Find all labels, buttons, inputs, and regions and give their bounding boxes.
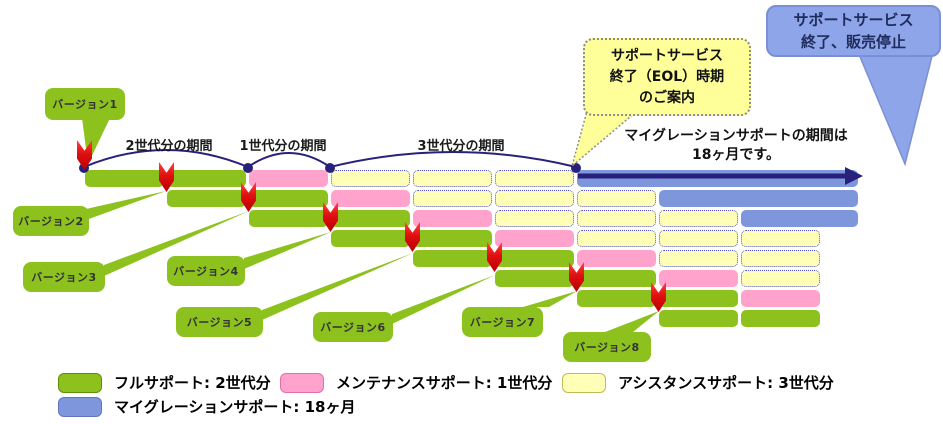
v5-assistance-cell xyxy=(659,250,738,267)
v5-assistance-cell xyxy=(741,250,820,267)
v2-maintenance-cell xyxy=(331,190,410,207)
version-label-2: バージョン2 xyxy=(13,206,89,236)
v1-assistance-cell xyxy=(495,170,574,187)
version-label-3: バージョン3 xyxy=(23,262,105,292)
v3-maintenance-cell xyxy=(413,210,492,227)
v6-release-arrow xyxy=(487,242,502,272)
v2-migration-bar xyxy=(659,190,858,207)
v5-full-support-cell xyxy=(413,250,492,267)
v3-full-support-cell xyxy=(249,210,328,227)
v2-assistance-cell xyxy=(413,190,492,207)
legend-item-assistance: アシスタンスサポート: 3世代分 xyxy=(562,372,834,393)
period-label-1gen: 1世代分の期間 xyxy=(239,139,327,154)
v4-full-support-cell xyxy=(331,230,410,247)
migration-note-line1: マイグレーションサポートの期間は xyxy=(624,128,848,144)
v3-assistance-cell xyxy=(659,210,738,227)
end-of-sales-callout: サポートサービス 終了、販売停止 xyxy=(766,5,941,57)
v3-assistance-cell xyxy=(577,210,656,227)
v1-assistance-cell xyxy=(413,170,492,187)
version-label-8: バージョン8 xyxy=(563,332,651,362)
v2-release-arrow xyxy=(159,162,174,192)
legend-item-maintenance: メンテナンスサポート: 1世代分 xyxy=(280,372,552,393)
v8-full-support-cell xyxy=(659,310,738,327)
legend-swatch-migration xyxy=(58,396,102,417)
legend-item-migration: マイグレーションサポート: 18ヶ月 xyxy=(58,396,356,417)
v1-full-support-cell xyxy=(85,170,164,187)
version-label-5: バージョン5 xyxy=(176,307,263,337)
eol-notice-line2: 終了（EOL）時期 xyxy=(609,68,725,85)
v1-assistance-cell xyxy=(331,170,410,187)
v6-assistance-cell xyxy=(741,270,820,287)
legend-swatch-maintenance xyxy=(280,372,324,393)
legend-swatch-assistance xyxy=(562,372,606,393)
v6-full-support-cell xyxy=(495,270,574,287)
v6-full-support-cell xyxy=(577,270,656,287)
eol-notice-line1: サポートサービス xyxy=(611,47,723,64)
v3-migration-bar xyxy=(741,210,858,227)
v2-assistance-cell xyxy=(495,190,574,207)
v4-maintenance-cell xyxy=(495,230,574,247)
migration-note-line2: 18ヶ月です。 xyxy=(691,146,781,163)
v5-release-arrow xyxy=(405,222,420,252)
v1-full-support-cell xyxy=(167,170,246,187)
eol-notice-callout: サポートサービス 終了（EOL）時期 のご案内 xyxy=(583,38,751,116)
eol-notice-line3: のご案内 xyxy=(639,89,695,106)
end-of-sales-line1: サポートサービス xyxy=(793,10,914,29)
v4-release-arrow xyxy=(323,202,338,232)
legend-label-assistance: アシスタンスサポート: 3世代分 xyxy=(618,374,834,392)
v7-full-support-cell xyxy=(659,290,738,307)
v3-full-support-cell xyxy=(331,210,410,227)
v2-full-support-cell xyxy=(167,190,246,207)
v1-maintenance-cell xyxy=(249,170,328,187)
v6-maintenance-cell xyxy=(659,270,738,287)
version-label-1: バージョン1 xyxy=(45,88,125,120)
v5-maintenance-cell xyxy=(577,250,656,267)
v8-release-arrow xyxy=(651,282,666,312)
period-label-3gen: 3世代分の期間 xyxy=(417,139,505,154)
v3-release-arrow xyxy=(241,182,256,212)
period-label-2gen: 2世代分の期間 xyxy=(125,139,213,154)
v4-full-support-cell xyxy=(413,230,492,247)
v7-full-support-cell xyxy=(577,290,656,307)
v2-full-support-cell xyxy=(249,190,328,207)
legend-label-maintenance: メンテナンスサポート: 1世代分 xyxy=(336,374,553,392)
v4-assistance-cell xyxy=(577,230,656,247)
v4-assistance-cell xyxy=(741,230,820,247)
legend-item-full: フルサポート: 2世代分 xyxy=(58,372,271,393)
v7-maintenance-cell xyxy=(741,290,820,307)
legend-label-full: フルサポート: 2世代分 xyxy=(114,374,271,392)
v8-full-support-cell xyxy=(741,310,820,327)
v4-assistance-cell xyxy=(659,230,738,247)
v7-release-arrow xyxy=(569,262,584,292)
v2-assistance-cell xyxy=(577,190,656,207)
v3-assistance-cell xyxy=(495,210,574,227)
end-of-sales-line2: 終了、販売停止 xyxy=(800,33,906,51)
legend-label-migration: マイグレーションサポート: 18ヶ月 xyxy=(114,398,356,416)
migration-note: マイグレーションサポートの期間は 18ヶ月です。 xyxy=(600,127,872,165)
v5-full-support-cell xyxy=(495,250,574,267)
legend-swatch-full xyxy=(58,372,102,393)
